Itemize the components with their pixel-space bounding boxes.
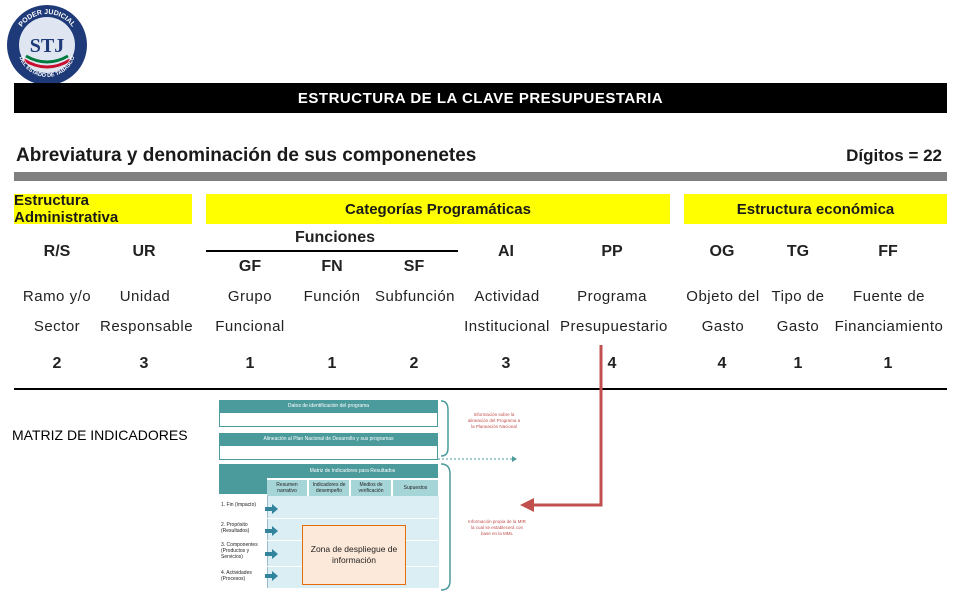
digits-ur: 3 [139, 355, 149, 372]
mir-bar-identificacion: Datos de identificación del programa [219, 400, 438, 412]
desc-sf: Subfunción [374, 288, 456, 305]
digits-total: Dígitos = 22 [846, 146, 942, 165]
mir-row-proposito: 2. Propósito (Resultados) [221, 522, 250, 534]
mir-header-supuestos: Supuestos [393, 480, 438, 496]
note-alineacion: Información sobre la alineación del Prog… [467, 412, 521, 429]
mir-bar-alineacion-body [219, 445, 438, 460]
code-gf: GF [238, 258, 262, 275]
digits-ff: 1 [883, 355, 893, 372]
mir-row-fin: 1. Fin (Impacto) [221, 502, 257, 508]
page-title: ESTRUCTURA DE LA CLAVE PRESUPUESTARIA [14, 83, 947, 113]
subtitle: Abreviatura y denominación de sus compon… [16, 145, 477, 166]
mir-main-title: Matriz de Indicadores para Resultados [267, 464, 438, 478]
code-ai: AI [498, 243, 514, 260]
mir-brackets [438, 400, 517, 591]
code-fn: FN [321, 258, 343, 275]
mir-right-arrows [265, 504, 278, 581]
funciones-label: Funciones [294, 229, 375, 246]
mir-bar-identificacion-body [219, 412, 438, 427]
code-tg: TG [786, 243, 810, 260]
mir-header-medios: Medios de verificación [351, 480, 391, 496]
code-sf: SF [403, 258, 425, 275]
zona-despliegue: Zona de despliegue de información [302, 525, 406, 585]
mir-header-indicadores: Indicadores de desempeño [309, 480, 349, 496]
divider-bar [14, 172, 947, 181]
code-og: OG [709, 243, 735, 260]
mir-header-resumen: Resumen narrativo [267, 480, 307, 496]
matriz-label: MATRIZ DE INDICADORES [12, 427, 188, 443]
logo-initials: STJ [30, 35, 64, 57]
group-economica: Estructura económica [684, 194, 947, 224]
mir-grid-line [267, 518, 438, 519]
digits-og: 4 [717, 355, 727, 372]
red-connector-arrow [520, 345, 603, 512]
bottom-rule [14, 388, 947, 390]
digits-pp: 4 [607, 355, 617, 372]
code-ff: FF [878, 243, 898, 260]
code-rs: R/S [43, 243, 71, 260]
mir-row-actividades: 4. Actividades (Procesos) [221, 570, 252, 582]
note-mir: Información propia de la MIR la cual se … [468, 519, 526, 536]
code-pp: PP [601, 243, 623, 260]
digits-sf: 2 [409, 355, 419, 372]
poder-judicial-logo: STJ PODER JUDICIAL DEL ESTADO DE TABASCO [6, 4, 88, 86]
mir-corner [219, 464, 267, 494]
digits-fn: 1 [327, 355, 337, 372]
digits-rs: 2 [52, 355, 62, 372]
mir-diagram: Datos de identificación del programa Ali… [219, 400, 439, 590]
mir-row-componentes: 3. Componentes (Productos y Servicios) [221, 542, 258, 560]
group-programaticas: Categorías Programáticas [206, 194, 670, 224]
digits-gf: 1 [245, 355, 255, 372]
code-ur: UR [132, 243, 156, 260]
funciones-line [206, 250, 458, 252]
mir-bar-alineacion: Alineación al Plan Nacional de Desarroll… [219, 433, 438, 445]
desc-fn: Función [303, 288, 361, 305]
digits-ai: 3 [501, 355, 511, 372]
digits-tg: 1 [793, 355, 803, 372]
group-administrativa: Estructura Administrativa [14, 192, 192, 226]
